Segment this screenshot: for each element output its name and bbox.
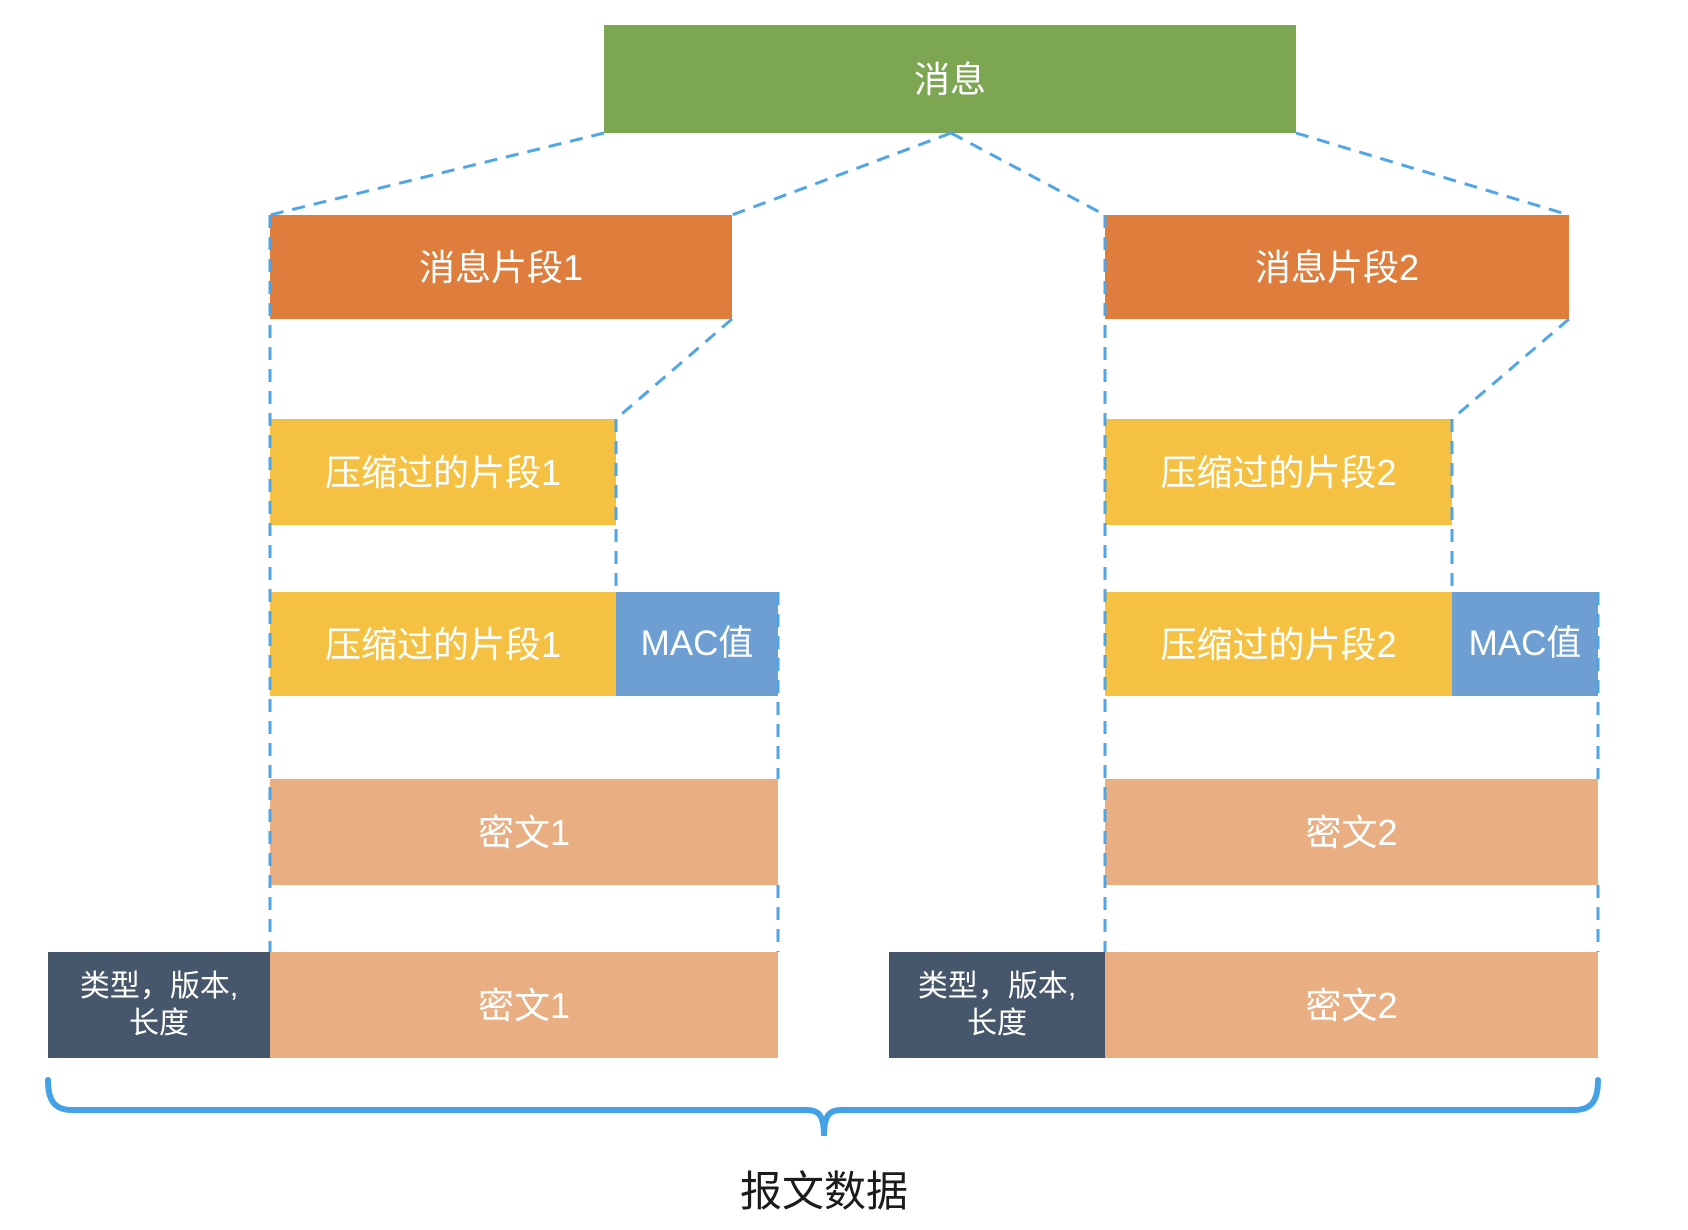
message-box: 消息 — [604, 25, 1296, 133]
cipher1-final-box: 密文1 — [270, 952, 778, 1058]
cipher2-label: 密文2 — [1305, 811, 1398, 853]
cipher2-box: 密文2 — [1105, 779, 1598, 885]
mac2-label: MAC值 — [1468, 624, 1582, 664]
header1-box: 类型，版本,长度 — [48, 952, 270, 1058]
cipher1-label: 密文1 — [477, 811, 571, 853]
dash-message-to-frag1-left — [269, 131, 605, 217]
dash-frag2-to-comp2 — [1451, 317, 1570, 421]
compressed2-mac-row-box: 压缩过的片段2 — [1105, 592, 1452, 696]
footer-label: 报文数据 — [739, 1168, 908, 1215]
dash-message-to-frag1-right — [731, 131, 952, 217]
fragment1-box: 消息片段1 — [270, 215, 732, 319]
compressed1-label: 压缩过的片段1 — [324, 451, 562, 493]
fragment2-label: 消息片段2 — [1254, 246, 1420, 288]
dash-message-to-frag2-right — [1295, 131, 1570, 217]
fragment2-box: 消息片段2 — [1105, 215, 1569, 319]
mac1-label: MAC值 — [640, 624, 754, 664]
mac2-box: MAC值 — [1452, 592, 1598, 696]
cipher2-final-box: 密文2 — [1105, 952, 1598, 1058]
header1-label: 类型，版本,长度 — [79, 969, 239, 1041]
compressed1-box: 压缩过的片段1 — [270, 419, 616, 525]
header2-box: 类型，版本,长度 — [889, 952, 1105, 1058]
mac1-box: MAC值 — [616, 592, 778, 696]
fragment1-label: 消息片段1 — [418, 246, 584, 288]
compressed2-label: 压缩过的片段2 — [1160, 451, 1397, 493]
header2-label: 类型，版本,长度 — [917, 969, 1077, 1041]
compressed2-mac-row-label: 压缩过的片段2 — [1160, 623, 1397, 665]
compressed1-mac-row-label: 压缩过的片段1 — [324, 623, 562, 665]
dash-message-to-frag2-left — [950, 131, 1106, 217]
cipher2-final-label: 密文2 — [1305, 984, 1398, 1026]
cipher1-final-label: 密文1 — [477, 984, 571, 1026]
message-label: 消息 — [913, 58, 986, 100]
cipher1-box: 密文1 — [270, 779, 778, 885]
compressed1-mac-row-box: 压缩过的片段1 — [270, 592, 616, 696]
dash-frag1-to-comp1 — [615, 317, 733, 421]
compressed2-box: 压缩过的片段2 — [1105, 419, 1452, 525]
brace — [45, 1077, 1601, 1137]
